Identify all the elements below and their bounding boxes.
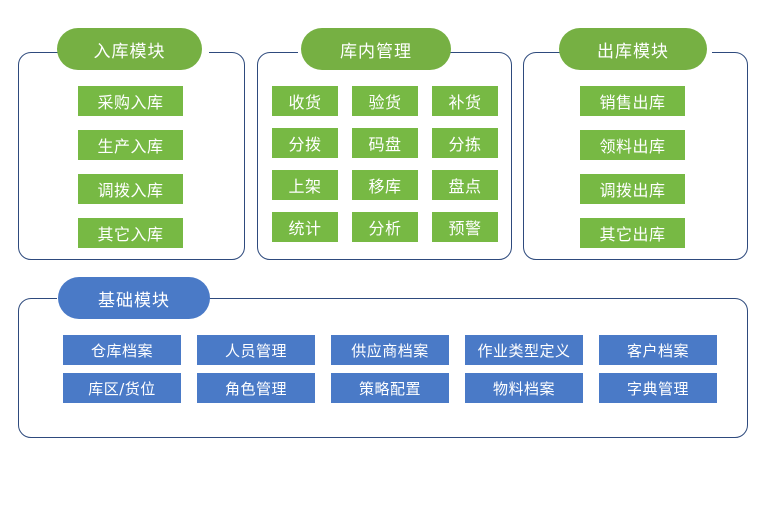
panel-title-outbound[interactable]: 出库模块 <box>559 28 707 70</box>
module-item-analysis[interactable]: 分析 <box>352 212 418 242</box>
module-item-material-archive[interactable]: 物料档案 <box>465 373 583 403</box>
panel-title-basic[interactable]: 基础模块 <box>58 277 210 319</box>
panel-inbound: 采购入库 生产入库 调拨入库 其它入库 <box>18 50 245 260</box>
module-item-dictionary-management[interactable]: 字典管理 <box>599 373 717 403</box>
module-item-inbound-transfer[interactable]: 调拨入库 <box>78 174 183 204</box>
panel-outbound: 销售出库 领料出库 调拨出库 其它出库 <box>523 50 748 260</box>
panel-internal: 收货 验货 补货 分拨 码盘 分拣 上架 移库 盘点 统计 分析 预警 <box>257 50 512 260</box>
module-item-job-type-definition[interactable]: 作业类型定义 <box>465 335 583 365</box>
module-item-inbound-other[interactable]: 其它入库 <box>78 218 183 248</box>
module-item-outbound-transfer[interactable]: 调拨出库 <box>580 174 685 204</box>
module-item-inbound-production[interactable]: 生产入库 <box>78 130 183 160</box>
module-item-relocation[interactable]: 移库 <box>352 170 418 200</box>
module-item-inspection[interactable]: 验货 <box>352 86 418 116</box>
module-item-strategy-config[interactable]: 策略配置 <box>331 373 449 403</box>
module-item-warehouse-archive[interactable]: 仓库档案 <box>63 335 181 365</box>
module-item-statistics[interactable]: 统计 <box>272 212 338 242</box>
panel-title-internal[interactable]: 库内管理 <box>301 28 451 70</box>
module-item-outbound-sales[interactable]: 销售出库 <box>580 86 685 116</box>
module-item-alert[interactable]: 预警 <box>432 212 498 242</box>
module-item-replenishment[interactable]: 补货 <box>432 86 498 116</box>
panel-basic: 仓库档案 人员管理 供应商档案 作业类型定义 客户档案 库区/货位 角色管理 策… <box>18 296 748 438</box>
module-item-inbound-purchase[interactable]: 采购入库 <box>78 86 183 116</box>
module-item-outbound-other[interactable]: 其它出库 <box>580 218 685 248</box>
module-item-stocktaking[interactable]: 盘点 <box>432 170 498 200</box>
module-item-allocation[interactable]: 分拨 <box>272 128 338 158</box>
module-item-role-management[interactable]: 角色管理 <box>197 373 315 403</box>
module-item-sorting[interactable]: 分拣 <box>432 128 498 158</box>
module-item-palletizing[interactable]: 码盘 <box>352 128 418 158</box>
module-item-outbound-picking[interactable]: 领料出库 <box>580 130 685 160</box>
module-item-putaway[interactable]: 上架 <box>272 170 338 200</box>
panel-title-inbound[interactable]: 入库模块 <box>57 28 202 70</box>
module-item-customer-archive[interactable]: 客户档案 <box>599 335 717 365</box>
module-item-supplier-archive[interactable]: 供应商档案 <box>331 335 449 365</box>
module-item-personnel-management[interactable]: 人员管理 <box>197 335 315 365</box>
module-item-receiving[interactable]: 收货 <box>272 86 338 116</box>
module-item-zone-location[interactable]: 库区/货位 <box>63 373 181 403</box>
